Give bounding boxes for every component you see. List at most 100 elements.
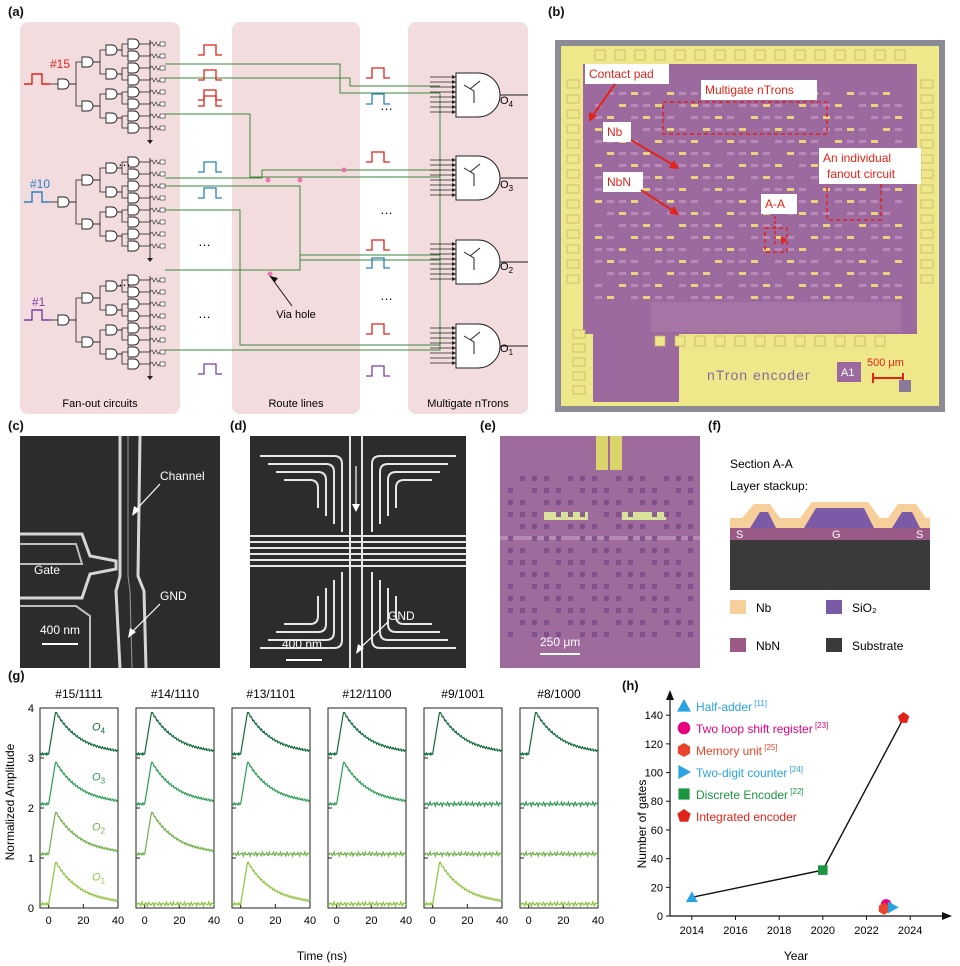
legend-swatch [826,638,842,652]
output-pad [159,195,166,201]
stack-s-right: S [916,529,923,541]
fanout-gate [105,112,118,124]
input-pulse [24,309,50,321]
cell [580,512,585,517]
resistor [149,361,161,367]
route-line [165,254,440,271]
circuit-trace [799,224,806,227]
cell [640,476,645,481]
circuit-trace [667,248,674,251]
gate-input-arrow [452,193,456,197]
fanout-gate [81,336,94,348]
input-label-15: #15 [50,57,70,71]
stack-g: G [832,529,841,541]
circuit-trace [727,140,734,143]
circuit-trace [727,272,734,275]
pad [920,199,934,209]
circuit-trace [607,296,614,299]
circuit-trace [619,272,626,275]
x-tick-label: 2024 [898,925,922,937]
output-pad [159,313,166,319]
circuit-trace [727,128,734,131]
tree-wire [69,83,82,107]
layer-substrate [730,540,930,590]
circuit-trace [859,128,866,131]
circuit-trace [799,200,806,203]
circuit-trace [763,176,770,179]
circuit-trace [619,152,626,155]
circuit-trace [643,272,650,275]
cell [640,500,645,505]
dots-1: … [118,154,131,169]
output-pad [159,101,166,107]
circuit-trace [859,224,866,227]
sem-edge [371,572,456,649]
y-tick-label: 2 [28,803,34,815]
cell [664,512,669,517]
cell [544,632,549,637]
out-o2: O2 [500,261,514,275]
circuit-trace [799,104,806,107]
sem-edge [387,471,440,516]
circuit-trace [643,128,650,131]
stackup-subtitle: Layer stackup: [730,479,808,493]
circuit-trace [691,200,698,203]
resistor [149,113,161,119]
circuit-trace [703,152,710,155]
cell [616,596,621,601]
multigate-ntrons [430,72,528,369]
gate-body [455,239,501,285]
arrow-channel [133,483,161,513]
cell [592,632,597,637]
cell [628,488,633,493]
cell [592,596,597,601]
pad [566,169,580,179]
cell [604,536,609,541]
fanout-gate [127,180,140,192]
y-tick-label: 140 [645,710,663,722]
gate-input-arrow [452,262,456,266]
cell [592,476,597,481]
subplot-title: #15/1111 [55,687,103,701]
fanout-gate [57,314,70,326]
cell [604,608,609,613]
circuit-trace [655,260,662,263]
cell [676,488,681,493]
ntron-symbol [463,80,481,103]
series-label: O1 [92,872,106,886]
fanout-gate [105,68,118,80]
callout-aa: A-A [765,197,785,211]
subplot-title: #8/1000 [537,687,581,701]
route-region [232,22,360,414]
cell [556,608,561,613]
circuit-trace [655,128,662,131]
sem-edge [395,479,432,508]
circuit-trace [631,116,638,119]
circuit-trace [667,200,674,203]
circuit-trace [883,248,890,251]
output-pad [159,113,166,119]
trace-O1 [327,899,407,909]
circuit-trace [667,236,674,239]
x-tick-label: 2016 [723,925,747,937]
circuit-trace [619,284,626,287]
cell [580,488,585,493]
section-title: Section A-A [730,457,793,471]
circuit-trace [847,236,854,239]
circuit-trace [655,284,662,287]
pad [594,49,606,61]
scale-text-d: 400 nm [282,637,322,651]
fanout-gate [127,122,140,134]
multigate-pattern [250,436,466,668]
via-arrowhead [270,276,278,282]
feature [544,512,588,520]
route-pulse [198,95,222,107]
circuit-trace [787,128,794,131]
cell [544,596,549,601]
circuit-trace [643,164,650,167]
marker-circle [677,721,691,735]
output-pad [159,207,166,213]
circuit-trace [739,200,746,203]
cell [568,560,573,565]
circuit-trace [595,188,602,191]
